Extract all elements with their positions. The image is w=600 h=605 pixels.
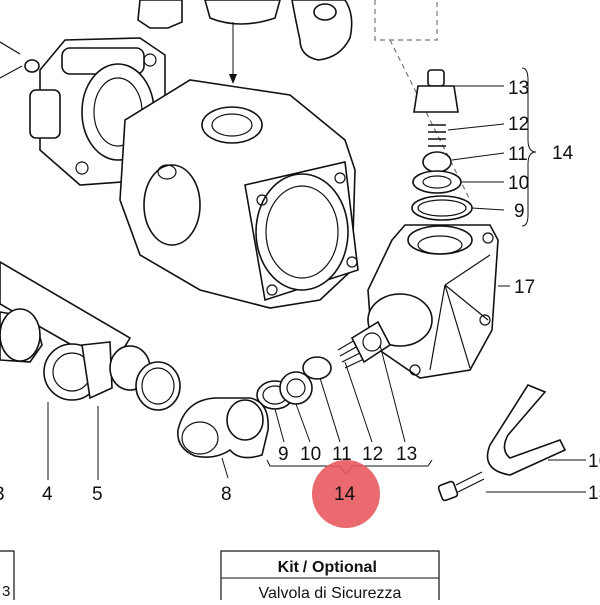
- callout-4: 4: [42, 484, 53, 505]
- screw-top-left: [0, 41, 40, 79]
- top-fragment-parts: [137, 0, 353, 84]
- elbow-fitting-8: [177, 397, 269, 459]
- fork-clip-16: [486, 384, 567, 476]
- callout-17: 17: [514, 277, 535, 298]
- callout-15: 15: [588, 483, 600, 504]
- dashed-outline-top: [374, 0, 438, 41]
- callout-12-bottom: 12: [362, 444, 383, 465]
- callout-9-bottom: 9: [278, 444, 289, 465]
- callout-labels: 13 12 11 10 9 14 17 9 10 11 12 13 14 8 4…: [0, 78, 600, 505]
- bolt-15: [437, 471, 485, 502]
- callout-10-top: 10: [508, 173, 529, 194]
- callout-3: 3: [0, 484, 5, 505]
- kit-separator: /: [303, 559, 308, 576]
- pump-body-central: [119, 79, 359, 309]
- callout-13-bottom: 13: [396, 444, 417, 465]
- valve-housing-17: [367, 224, 499, 379]
- valve-stack-top: [411, 69, 473, 221]
- callout-16: 16: [588, 451, 600, 472]
- left-table-box: 3: [0, 550, 15, 600]
- callout-5: 5: [92, 484, 103, 505]
- callout-9-top: 9: [514, 201, 525, 222]
- dashed-outline-right: [389, 39, 471, 201]
- kit-item-name: Valvola di Sicurezza: [259, 585, 402, 600]
- pipe-assembly: [0, 261, 181, 411]
- left-box-fragment: 3: [2, 583, 10, 600]
- callout-8: 8: [221, 484, 232, 505]
- kit-subtitle: Optional: [312, 559, 377, 576]
- callout-14-right: 14: [552, 143, 574, 164]
- callout-11-bottom: 11: [332, 444, 352, 465]
- highlight-marker: [312, 460, 380, 528]
- kit-title: Kit: [278, 559, 300, 576]
- callout-12-top: 12: [508, 114, 529, 135]
- callout-13-top: 13: [508, 78, 529, 99]
- callout-11-top: 11: [508, 144, 528, 165]
- callout-10-bottom: 10: [300, 444, 321, 465]
- kit-box: Kit / Optional Valvola di Sicurezza: [220, 550, 440, 605]
- valve-stack-bottom: [256, 320, 392, 410]
- callout-14-bottom: 14: [334, 484, 356, 505]
